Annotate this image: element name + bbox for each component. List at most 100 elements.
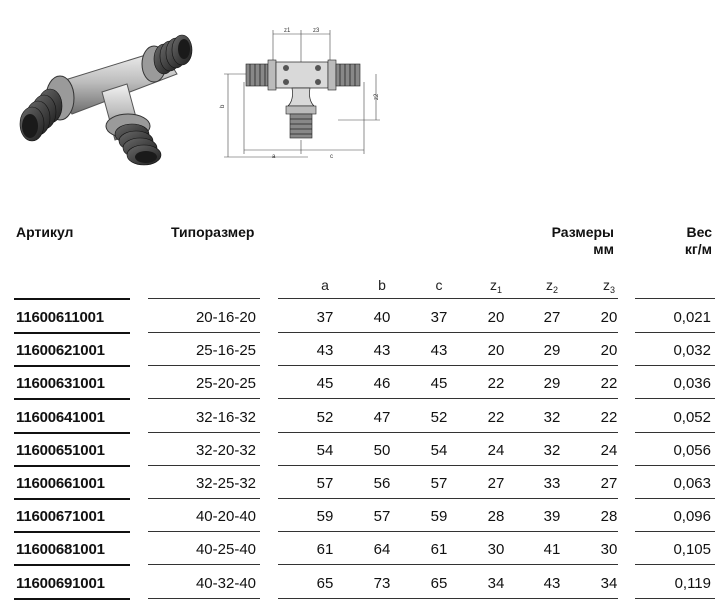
- cell-c: 43: [430, 342, 448, 360]
- header-dimensions: Размеры мм: [552, 224, 614, 258]
- cell-z2: 27: [543, 309, 561, 326]
- row-divider: [148, 564, 260, 566]
- cell-z3: 20: [600, 342, 618, 360]
- cell-z1: 22: [487, 375, 505, 393]
- row-divider: [14, 332, 130, 334]
- cell-article: 11600611001: [16, 309, 104, 326]
- cell-a: 59: [316, 508, 334, 526]
- cell-b: 56: [373, 475, 391, 492]
- row-divider: [278, 498, 618, 499]
- cell-c: 61: [430, 541, 448, 559]
- cell-b: 43: [373, 342, 391, 360]
- row-divider: [14, 498, 130, 500]
- header-article: Артикул: [16, 224, 74, 240]
- cell-size: 40-32-40: [195, 574, 256, 592]
- row-divider: [14, 531, 130, 534]
- rule-header-dims: [278, 298, 618, 299]
- cell-c: 59: [430, 508, 448, 526]
- drawing-label-z3: z3: [313, 28, 320, 34]
- row-divider: [278, 531, 618, 533]
- cell-weight: 0,063: [673, 475, 711, 492]
- cell-b: 73: [373, 574, 391, 592]
- cell-size: 32-16-32: [195, 408, 256, 426]
- row-divider: [635, 398, 715, 400]
- cell-z1: 28: [487, 508, 505, 526]
- cell-z3: 27: [600, 475, 618, 492]
- cell-size: 40-25-40: [195, 541, 256, 559]
- subheader-c: c: [435, 277, 443, 293]
- row-divider: [148, 398, 260, 400]
- cell-z1: 34: [487, 574, 505, 592]
- row-divider: [14, 564, 130, 567]
- row-divider: [148, 597, 260, 599]
- row-divider: [278, 365, 618, 367]
- row-divider: [148, 498, 260, 499]
- row-divider: [635, 464, 715, 466]
- cell-weight: 0,021: [673, 309, 711, 326]
- row-divider: [148, 332, 260, 333]
- cell-c: 65: [430, 574, 448, 592]
- row-divider: [635, 365, 715, 367]
- cell-article: 11600681001: [16, 541, 105, 559]
- cell-article: 11600621001: [16, 342, 105, 360]
- cell-article: 11600691001: [16, 574, 105, 592]
- cell-a: 45: [316, 375, 334, 393]
- cell-z3: 34: [600, 574, 618, 592]
- cell-size: 32-25-32: [195, 475, 256, 492]
- cell-z3: 22: [600, 408, 618, 426]
- cell-a: 43: [316, 342, 334, 360]
- cell-b: 57: [373, 508, 391, 526]
- row-divider: [14, 464, 130, 467]
- subheader-z2: z2: [532, 277, 572, 295]
- row-divider: [635, 332, 715, 333]
- row-divider: [278, 398, 618, 400]
- cell-c: 52: [430, 408, 448, 426]
- cell-z3: 20: [600, 309, 618, 326]
- cell-a: 37: [316, 309, 334, 326]
- cell-b: 64: [373, 541, 391, 559]
- row-divider: [148, 365, 260, 367]
- technical-drawing: z1 z3 z2 b a c: [220, 28, 380, 160]
- subheader-a: a: [321, 277, 329, 293]
- cell-z2: 33: [543, 475, 561, 492]
- row-divider: [278, 564, 618, 566]
- row-divider: [635, 431, 715, 433]
- cell-c: 57: [430, 475, 448, 492]
- drawing-label-b: b: [220, 104, 226, 108]
- cell-z2: 41: [543, 541, 561, 559]
- cell-b: 40: [373, 309, 391, 326]
- subheader-z2-index: 2: [552, 285, 558, 295]
- cell-z2: 43: [543, 574, 561, 592]
- row-divider: [635, 531, 715, 533]
- cell-z3: 22: [600, 375, 618, 393]
- row-divider: [14, 597, 130, 600]
- row-divider: [148, 464, 260, 466]
- cell-size: 20-16-20: [195, 309, 256, 326]
- cell-z1: 24: [487, 441, 505, 459]
- cell-weight: 0,119: [674, 574, 711, 592]
- drawing-label-a: a: [272, 154, 276, 160]
- cell-weight: 0,105: [673, 541, 711, 559]
- drawing-label-c: c: [330, 154, 333, 160]
- cell-weight: 0,096: [673, 508, 711, 526]
- subheader-z1: z1: [476, 277, 516, 295]
- cell-size: 40-20-40: [195, 508, 256, 526]
- cell-z1: 30: [487, 541, 505, 559]
- cell-z2: 32: [543, 408, 561, 426]
- cell-z3: 30: [600, 541, 618, 559]
- cell-size: 25-16-25: [195, 342, 256, 360]
- cell-weight: 0,036: [673, 375, 711, 393]
- cell-weight: 0,032: [673, 342, 711, 360]
- cell-article: 11600641001: [16, 408, 105, 426]
- cell-size: 25-20-25: [195, 375, 256, 393]
- rule-header-size: [148, 298, 260, 299]
- cell-c: 37: [430, 309, 448, 326]
- cell-z3: 24: [600, 441, 618, 459]
